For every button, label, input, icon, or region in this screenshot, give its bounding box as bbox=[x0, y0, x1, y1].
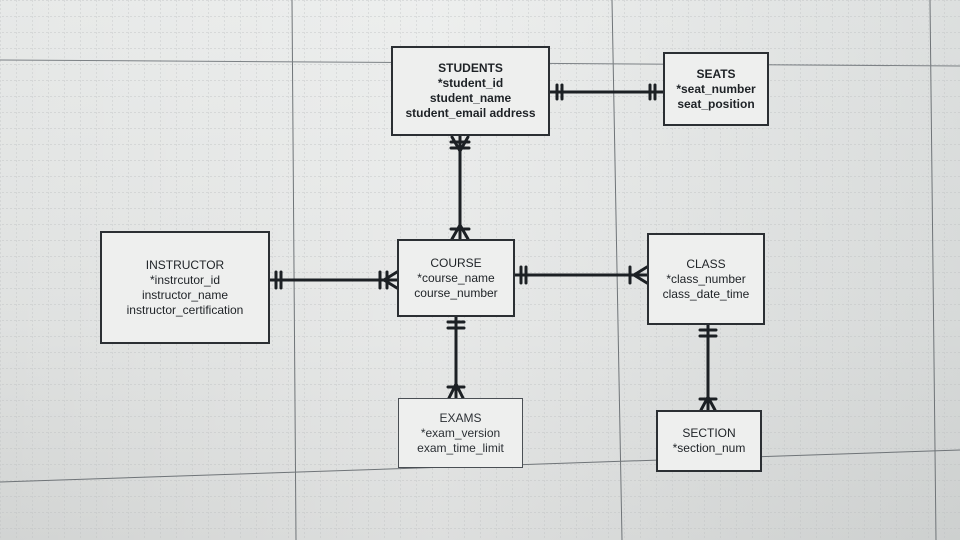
entity-attribute: student_email address bbox=[405, 106, 536, 120]
entity-attribute: *class_number bbox=[666, 271, 746, 286]
entity-course[interactable]: COURSE *course_name course_number bbox=[397, 239, 515, 317]
entity-title: COURSE bbox=[430, 255, 482, 270]
entity-attribute: seat_position bbox=[677, 96, 755, 111]
entity-attribute: instructor_certification bbox=[126, 302, 244, 317]
entity-title: SEATS bbox=[696, 66, 736, 81]
entity-title: INSTRUCTOR bbox=[145, 257, 225, 272]
page-break-line bbox=[929, 0, 937, 540]
entity-attribute: *seat_number bbox=[676, 81, 756, 96]
entity-attribute: instructor_name bbox=[141, 287, 229, 302]
page-break-line bbox=[611, 0, 623, 540]
entity-title: EXAMS bbox=[439, 410, 482, 425]
entity-attribute: *instrcutor_id bbox=[149, 272, 221, 287]
entity-section[interactable]: SECTION *section_num bbox=[656, 410, 762, 472]
entity-attribute: *course_name bbox=[417, 270, 495, 285]
entity-attribute: exam_time_limit bbox=[417, 440, 504, 455]
entity-title: CLASS bbox=[686, 256, 726, 271]
entity-attribute: *exam_version bbox=[420, 425, 501, 440]
entity-attribute: course_number bbox=[414, 285, 498, 300]
page-break-line bbox=[291, 0, 297, 540]
entity-instructor[interactable]: INSTRUCTOR *instrcutor_id instructor_nam… bbox=[100, 231, 270, 344]
entity-title: SECTION bbox=[682, 426, 736, 440]
entity-seats[interactable]: SEATS *seat_number seat_position bbox=[663, 52, 769, 126]
entity-exams[interactable]: EXAMS *exam_version exam_time_limit bbox=[398, 398, 523, 468]
entity-students[interactable]: STUDENTS *student_id student_name studen… bbox=[391, 46, 550, 136]
entity-attribute: *student_id bbox=[437, 76, 504, 90]
entity-attribute: class_date_time bbox=[662, 286, 750, 301]
entity-attribute: *section_num bbox=[672, 441, 746, 455]
entity-class[interactable]: CLASS *class_number class_date_time bbox=[647, 233, 765, 325]
entity-attribute: student_name bbox=[429, 91, 512, 105]
entity-title: STUDENTS bbox=[438, 61, 503, 75]
